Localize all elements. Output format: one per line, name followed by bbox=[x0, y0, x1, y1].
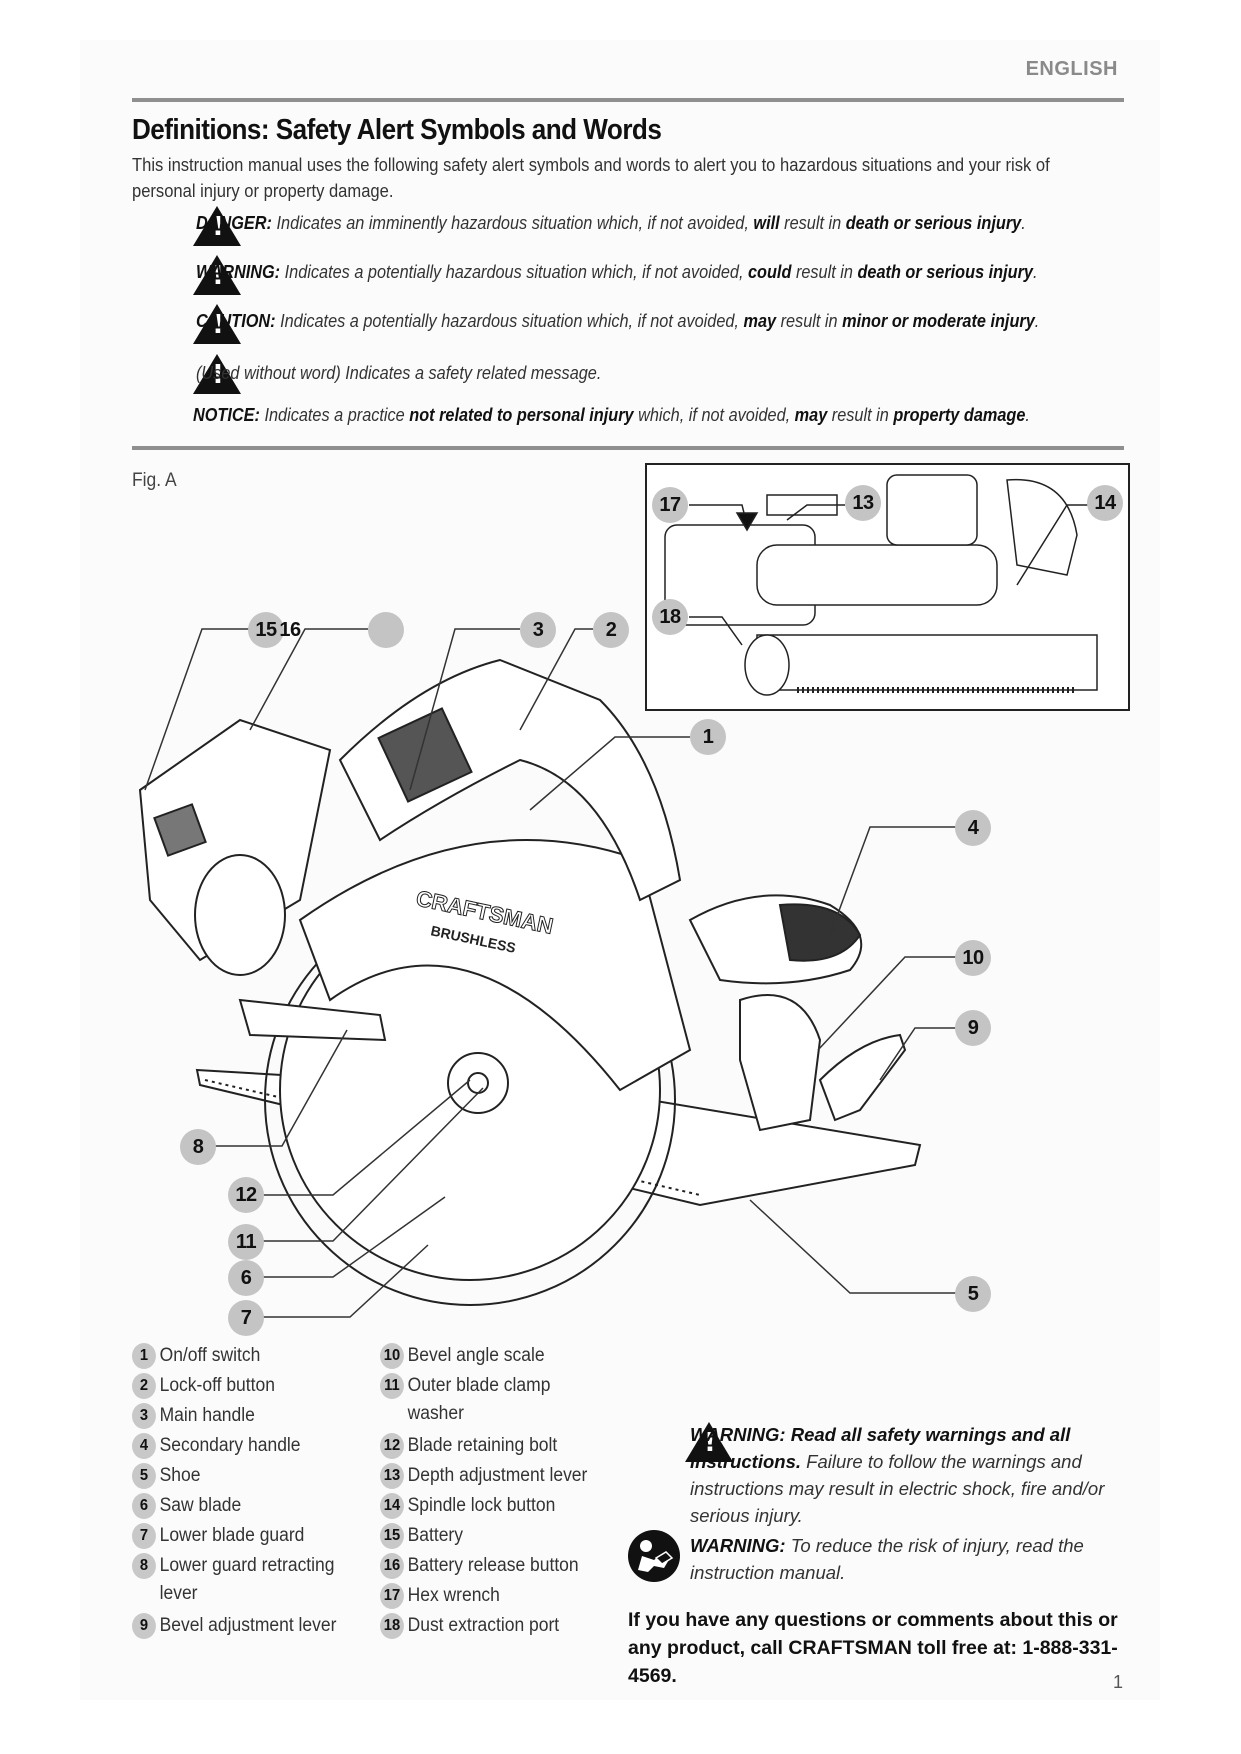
caution-warning-triangle-icon bbox=[193, 304, 241, 344]
callout-6: 6 bbox=[228, 1260, 264, 1296]
handle-grip bbox=[377, 707, 473, 803]
leader-2 bbox=[519, 628, 593, 731]
leader-16 bbox=[249, 628, 368, 731]
definition-keyword: DANGER: bbox=[196, 212, 272, 233]
battery-vent bbox=[153, 803, 207, 857]
motor-housing bbox=[194, 854, 286, 976]
leader-6 bbox=[262, 1196, 446, 1278]
leader-3 bbox=[409, 628, 520, 791]
inset-leader-13 bbox=[786, 504, 845, 521]
section-intro: This instruction manual uses the followi… bbox=[132, 155, 1050, 201]
blade-bolt bbox=[467, 1072, 489, 1094]
definition-warning: WARNING: Indicates a potentially hazardo… bbox=[196, 261, 1038, 282]
callout-1: 1 bbox=[690, 719, 726, 755]
bevel-lever bbox=[818, 1033, 907, 1122]
leader-9 bbox=[879, 1027, 960, 1081]
saw-top-view-drawing bbox=[664, 474, 1102, 696]
leader-7 bbox=[262, 1244, 429, 1318]
callout-18: 18 bbox=[652, 599, 688, 635]
callout-8: 8 bbox=[180, 1129, 216, 1165]
inset-handle bbox=[886, 474, 978, 546]
section-rule bbox=[132, 446, 1124, 450]
read-manual-icon bbox=[628, 1530, 680, 1582]
warning-triangle-icon bbox=[193, 255, 241, 295]
callout-15: 15 bbox=[248, 612, 284, 648]
callout-7: 7 bbox=[228, 1300, 264, 1336]
inset-leader-18 bbox=[689, 616, 743, 646]
safety-alert-triangle-icon bbox=[193, 354, 241, 394]
leader-8 bbox=[215, 1029, 348, 1147]
upper-guard bbox=[298, 839, 692, 1092]
saw-outline bbox=[138, 658, 922, 1306]
inset-motor bbox=[756, 544, 998, 606]
leader-1 bbox=[529, 736, 690, 811]
callout-12: 12 bbox=[228, 1177, 264, 1213]
leader-4 bbox=[829, 826, 960, 936]
callout-14: 14 bbox=[1087, 485, 1123, 521]
callout-5: 5 bbox=[955, 1276, 991, 1312]
definition-symbol-only: (Used without word) Indicates a safety r… bbox=[196, 362, 602, 383]
callout-9: 9 bbox=[955, 1010, 991, 1046]
leader-11 bbox=[262, 1087, 484, 1242]
inset-arrow bbox=[735, 512, 759, 532]
secondary-handle-grip bbox=[778, 903, 862, 962]
definition-notice: NOTICE: Indicates a practice not related… bbox=[193, 404, 1030, 425]
section-title: Definitions: Safety Alert Symbols and Wo… bbox=[132, 114, 662, 146]
leader-5 bbox=[749, 1199, 960, 1294]
danger-warning-triangle-icon bbox=[193, 206, 241, 246]
leader-12 bbox=[262, 1079, 471, 1196]
inset-rear-handle bbox=[1006, 478, 1078, 576]
callout-4: 4 bbox=[955, 810, 991, 846]
header-rule bbox=[132, 98, 1124, 102]
leader-lines bbox=[144, 628, 960, 1318]
callout-2: 2 bbox=[593, 612, 629, 648]
leader-15 bbox=[144, 628, 252, 791]
callout-17: 17 bbox=[652, 487, 688, 523]
warning-read-instructions: WARNING: Read all safety warnings and al… bbox=[690, 1424, 1105, 1526]
callout-16: 16 bbox=[279, 618, 301, 641]
inset-shoe bbox=[756, 634, 1098, 691]
definition-keyword: CAUTION: bbox=[196, 310, 276, 331]
contact-info: If you have any questions or comments ab… bbox=[628, 1609, 1118, 1687]
notice-keyword: NOTICE: bbox=[193, 404, 260, 425]
callout-10: 10 bbox=[955, 940, 991, 976]
retracting-lever bbox=[238, 998, 387, 1042]
definition-caution: CAUTION: Indicates a potentially hazardo… bbox=[196, 310, 1040, 331]
callout-11: 11 bbox=[228, 1224, 264, 1260]
callout-3: 3 bbox=[520, 612, 556, 648]
warning-read-manual: WARNING: To reduce the risk of injury, r… bbox=[690, 1535, 1084, 1583]
callout-blank bbox=[368, 612, 404, 648]
figure-label: Fig. A bbox=[132, 470, 177, 491]
inset-dust-port bbox=[744, 634, 790, 696]
definition-keyword: WARNING: bbox=[196, 261, 281, 282]
leader-10 bbox=[817, 956, 960, 1051]
page-number: 1 bbox=[1113, 1672, 1124, 1692]
bevel-bracket bbox=[739, 994, 822, 1132]
warning-triangle-icon bbox=[685, 1422, 733, 1462]
definition-danger: DANGER: Indicates an imminently hazardou… bbox=[196, 212, 1026, 233]
language-label: ENGLISH bbox=[1025, 58, 1118, 80]
callout-13: 13 bbox=[845, 485, 881, 521]
inset-top-view: 17 13 14 18 bbox=[645, 463, 1130, 711]
